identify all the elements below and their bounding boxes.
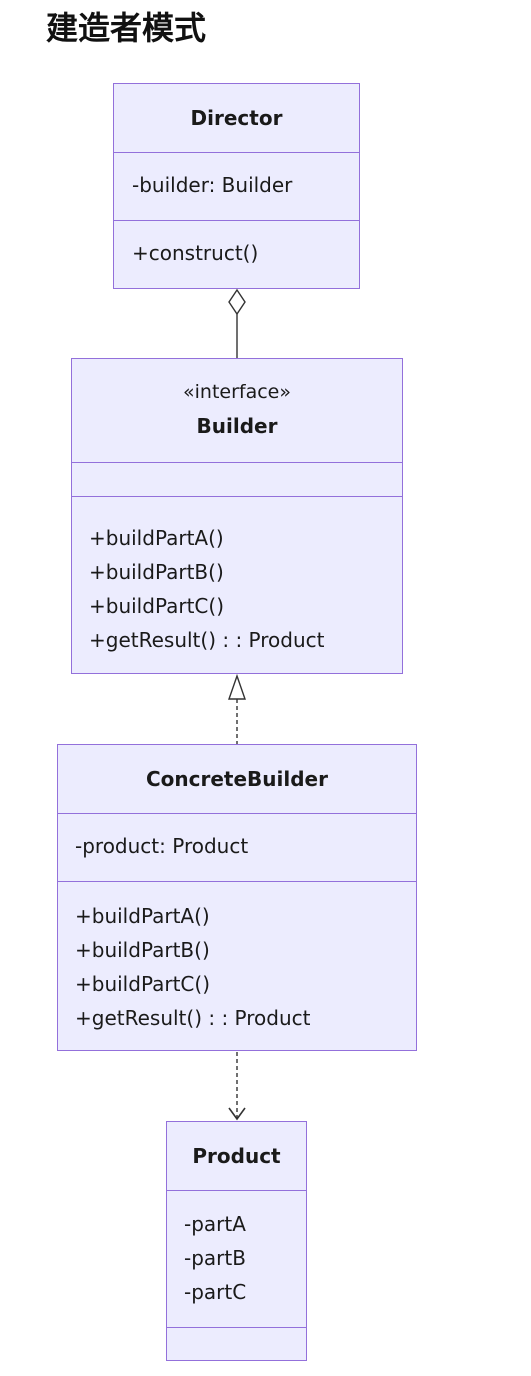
- attribute: -partC: [184, 1280, 247, 1304]
- class-product-header: Product: [167, 1122, 306, 1190]
- class-product-name: Product: [192, 1144, 281, 1168]
- class-product-methods: [167, 1327, 306, 1360]
- method: +getResult() : : Product: [89, 628, 325, 652]
- attribute: -partA: [184, 1212, 246, 1236]
- page-title: 建造者模式: [46, 9, 207, 47]
- method: +buildPartA(): [75, 904, 210, 928]
- method: +getResult() : : Product: [75, 1006, 311, 1030]
- class-concrete-builder-attributes: -product: Product: [58, 813, 416, 881]
- class-concrete-builder-name: ConcreteBuilder: [145, 767, 328, 791]
- attribute: -partB: [184, 1246, 246, 1270]
- class-builder[interactable]: «interface» Builder +buildPartA() +build…: [71, 358, 403, 674]
- dependency-arrowhead: [228, 1107, 246, 1121]
- method: +buildPartB(): [89, 560, 224, 584]
- class-concrete-builder-header: ConcreteBuilder: [58, 745, 416, 813]
- method: +buildPartC(): [75, 972, 210, 996]
- class-director-header: Director: [114, 84, 359, 152]
- aggregation-director-builder: [228, 288, 246, 358]
- realization-concrete-builder-builder: [228, 673, 246, 744]
- method: +buildPartC(): [89, 594, 224, 618]
- class-builder-attributes: [72, 462, 402, 496]
- class-builder-name: Builder: [196, 414, 278, 438]
- class-director-name: Director: [190, 106, 283, 130]
- class-concrete-builder-methods: +buildPartA() +buildPartB() +buildPartC(…: [58, 881, 416, 1050]
- method: +buildPartB(): [75, 938, 210, 962]
- class-director[interactable]: Director -builder: Builder +construct(): [113, 83, 360, 289]
- class-product-attributes: -partA -partB -partC: [167, 1190, 306, 1327]
- method: +buildPartA(): [89, 526, 224, 550]
- realization-arrowhead: [228, 673, 246, 700]
- attribute: -product: Product: [75, 834, 249, 858]
- method: +construct(): [132, 241, 259, 265]
- class-builder-methods: +buildPartA() +buildPartB() +buildPartC(…: [72, 496, 402, 673]
- aggregation-diamond: [228, 288, 246, 316]
- class-concrete-builder[interactable]: ConcreteBuilder -product: Product +build…: [57, 744, 417, 1051]
- class-product[interactable]: Product -partA -partB -partC: [166, 1121, 307, 1361]
- class-director-methods: +construct(): [114, 220, 359, 288]
- class-builder-header: «interface» Builder: [72, 359, 402, 462]
- dependency-concrete-builder-product: [228, 1052, 246, 1121]
- class-director-attributes: -builder: Builder: [114, 152, 359, 220]
- attribute: -builder: Builder: [132, 173, 293, 197]
- class-builder-stereotype: «interface»: [183, 381, 291, 403]
